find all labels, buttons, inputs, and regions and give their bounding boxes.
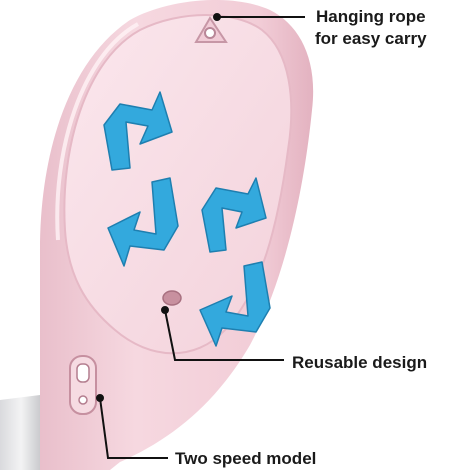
speed-switch[interactable]: [69, 355, 97, 415]
bottle-base: [0, 395, 42, 470]
bowl-interior: [63, 14, 293, 355]
hanging-loop-icon: [194, 16, 228, 43]
callout-hanging-line1: Hanging rope: [315, 7, 426, 26]
callout-hanging-line2: for easy carry: [315, 29, 427, 48]
callout-two-speed-model: Two speed model: [175, 449, 317, 468]
callout-hanging-rope: Hanging rope for easy carry: [315, 6, 427, 50]
leader-lines: [96, 13, 305, 459]
bowl-rim: [55, 22, 139, 241]
recycle-arrows-icon: [103, 91, 271, 347]
callout-reusable-design: Reusable design: [292, 353, 428, 372]
drain-hole: [162, 290, 182, 306]
